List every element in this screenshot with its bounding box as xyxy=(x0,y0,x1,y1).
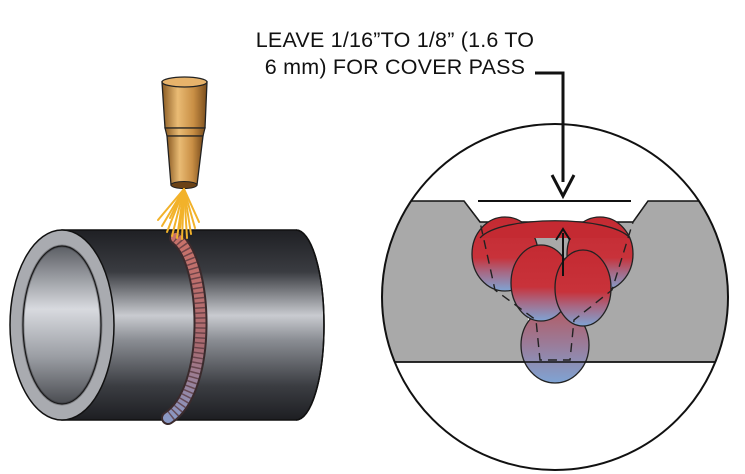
annotation-caption: LEAVE 1/16”TO 1/8” (1.6 TO 6 mm) FOR COV… xyxy=(200,27,590,81)
annotation-line-2: 6 mm) FOR COVER PASS xyxy=(264,55,526,79)
weld-cross-section-icon xyxy=(381,123,729,471)
annotation-line-1: LEAVE 1/16”TO 1/8” (1.6 TO xyxy=(255,28,535,52)
leader-arrow xyxy=(535,71,576,200)
arc-sparks xyxy=(157,188,200,240)
weld-bead xyxy=(161,231,208,425)
welding-torch-icon xyxy=(161,76,208,189)
pipe-icon xyxy=(9,229,325,421)
